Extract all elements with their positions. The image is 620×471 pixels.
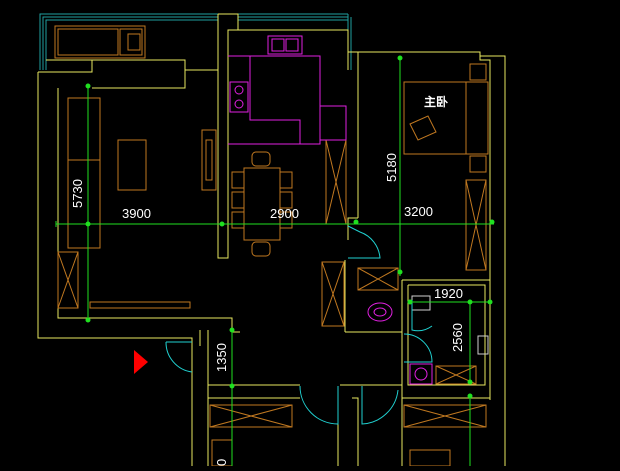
- cabinet-left: [57, 251, 79, 309]
- dim-bedroom-height: 5180: [384, 153, 399, 182]
- door-bedroom: [347, 225, 381, 259]
- dim-bottom-partial: 0: [214, 459, 229, 466]
- wash-basin: [367, 302, 393, 322]
- dim-dining-width: 2900: [270, 206, 299, 221]
- coffee-table: [117, 139, 147, 191]
- stove: [229, 81, 249, 113]
- entrance-marker-icon: [134, 350, 148, 374]
- washing-machine: [409, 363, 433, 385]
- dim-living-height: 5730: [70, 179, 85, 208]
- dim-bath-width: 1920: [434, 286, 463, 301]
- kitchen-fixtures: [228, 35, 433, 385]
- tv-cabinet: [67, 97, 101, 249]
- dim-living-width: 3900: [122, 206, 151, 221]
- door-bottom-left: [299, 385, 339, 425]
- door-entrance: [165, 341, 193, 373]
- sofa: [201, 129, 217, 191]
- hall-cabinet: [321, 261, 345, 327]
- dimension-lines: [55, 55, 495, 466]
- dim-bedroom-width: 3200: [404, 204, 433, 219]
- door-laundry: [403, 333, 433, 363]
- room-label-master-bedroom: 主卧: [424, 94, 448, 109]
- dim-hall-height: 1350: [214, 343, 229, 372]
- dim-bath-height: 2560: [450, 323, 465, 352]
- doors: [165, 225, 433, 425]
- furniture: [54, 25, 489, 467]
- door-bottom-right: [361, 386, 399, 425]
- door-bath: [411, 300, 433, 332]
- bed: [403, 81, 467, 155]
- kitchen-sink: [267, 35, 303, 55]
- walls: [37, 13, 506, 466]
- bench-top: [54, 25, 146, 59]
- window-top-left: [39, 13, 352, 70]
- dining-table: [243, 167, 281, 241]
- wardrobe-bedroom: [465, 179, 487, 271]
